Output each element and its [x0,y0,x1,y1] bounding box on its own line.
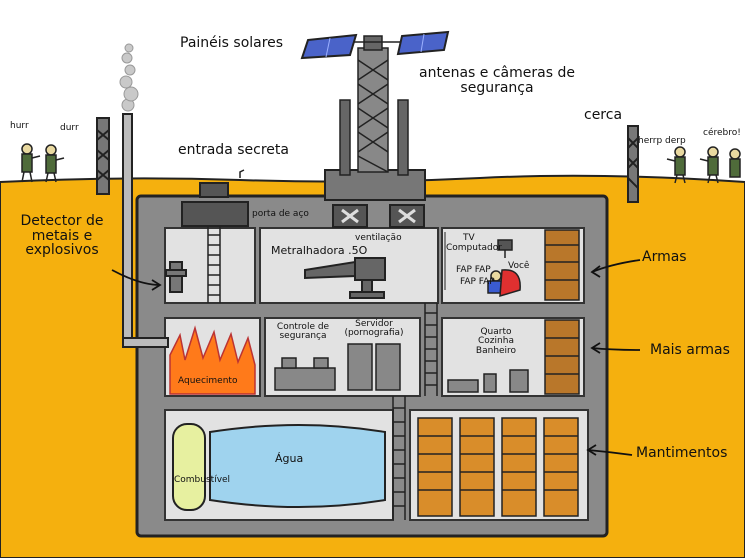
ladder-upper [207,206,221,303]
zombies-left [21,143,65,183]
label-security-control: Controle de segurança [270,322,336,342]
ladder-lower [392,396,406,520]
vent-fans [332,204,425,228]
label-heating: Aquecimento [178,376,238,386]
label-steel-door: porta de aço [252,209,309,219]
label-antennas: antenas e câmeras de segurança [411,66,583,95]
label-solar-panels: Painéis solares [180,35,284,51]
label-you: Você [508,261,530,271]
label-detector-line2: metais e [31,227,93,244]
label-detector-line3: explosivos [25,242,99,259]
label-water: Água [275,452,304,465]
label-ventilation: ventilação [355,233,402,243]
label-weapons: Armas [642,249,687,265]
ladder-middle [424,303,438,396]
weapons-racks [544,229,580,395]
label-security-control-line1: Controle de [276,322,330,332]
label-computer: Computador [446,243,502,253]
fence-left [96,117,110,195]
label-living-room-line1: Quarto [480,327,512,337]
secret-entrance [199,182,229,198]
label-server-line2: (pornografia) [344,328,404,339]
metal-detector [165,261,187,293]
label-server: Servidor (pornografia) [338,319,410,339]
solar-panels [300,30,450,60]
label-brain: cérebro! [703,128,741,138]
label-security-control-line2: segurança [279,331,327,342]
security-equipment [274,343,401,391]
zombies-right [666,146,741,184]
label-fuel: Combustível [174,475,231,485]
label-detector: Detector de metais e explosivos [10,214,114,258]
steel-door [181,201,249,227]
label-detector-line1: Detector de [20,213,104,229]
supply-crates [417,417,579,517]
tower-left-pole [339,99,351,176]
label-living-room-line3: Banheiro [475,345,517,356]
label-fap: FAP FAP [456,265,491,275]
fence-right [627,125,639,203]
fuel-tank [172,423,206,511]
label-more-weapons: Mais armas [650,342,730,358]
detector-pipe [122,113,169,348]
label-fap-2: FAP FAP [460,277,495,287]
label-herrp-derp: herrp derp [638,136,686,146]
machine-gun [304,257,386,299]
label-supplies: Mantimentos [636,445,728,461]
label-durr: durr [60,123,79,133]
entrance-pointer [239,169,245,178]
label-tv: TV [463,233,475,243]
annotation-arrows [111,259,641,456]
water-tank [209,424,386,508]
antenna-tower [345,35,400,173]
living-furniture [447,369,529,393]
smoke [119,43,139,112]
label-server-line1: Servidor [355,319,393,329]
label-fence: cerca [584,107,623,123]
label-antennas-line1: antenas e câmeras de [419,65,575,81]
label-hurr: hurr [10,121,29,131]
label-machine-gun: Metralhadora .5O [271,244,368,257]
label-living-room-line2: Cozinha [478,336,514,347]
label-living-rooms: Quarto Cozinha Banheiro [466,327,526,356]
you-at-computer [487,239,521,298]
fire [169,325,256,395]
label-antennas-line2: segurança [460,79,534,96]
label-secret-entrance: entrada secreta [178,142,289,158]
tower-right-pole [397,99,409,176]
